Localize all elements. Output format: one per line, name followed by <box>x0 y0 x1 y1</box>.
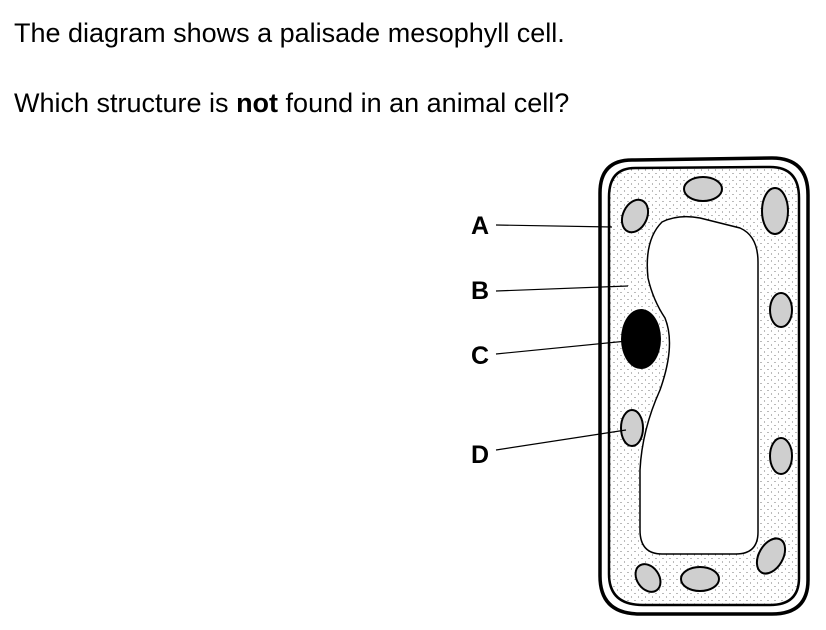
chloroplast <box>620 409 644 447</box>
chloroplast <box>683 176 723 202</box>
question-prompt-start: Which structure is <box>14 88 237 118</box>
label-line-b <box>495 285 629 292</box>
label-d: D <box>471 441 489 469</box>
question-prompt-end: found in an animal cell? <box>278 88 570 118</box>
question-prompt: Which structure is not found in an anima… <box>14 85 569 121</box>
chloroplast <box>634 563 662 593</box>
label-lines <box>495 224 638 451</box>
chloroplast <box>769 292 793 328</box>
chloroplast <box>680 566 720 592</box>
chloroplasts <box>620 176 793 593</box>
label-line-c <box>495 339 638 355</box>
question-prompt-emphasis: not <box>236 88 279 118</box>
chloroplast <box>769 437 793 475</box>
chloroplast <box>761 187 789 235</box>
label-line-a <box>495 224 613 228</box>
vacuole <box>639 215 759 555</box>
chloroplast <box>755 537 787 575</box>
nucleus <box>621 309 661 369</box>
question-intro: The diagram shows a palisade mesophyll c… <box>14 18 565 48</box>
label-a: A <box>471 212 489 240</box>
label-b: B <box>471 277 489 305</box>
label-c: C <box>471 342 489 370</box>
chloroplast <box>620 198 650 234</box>
label-line-d <box>495 429 627 451</box>
